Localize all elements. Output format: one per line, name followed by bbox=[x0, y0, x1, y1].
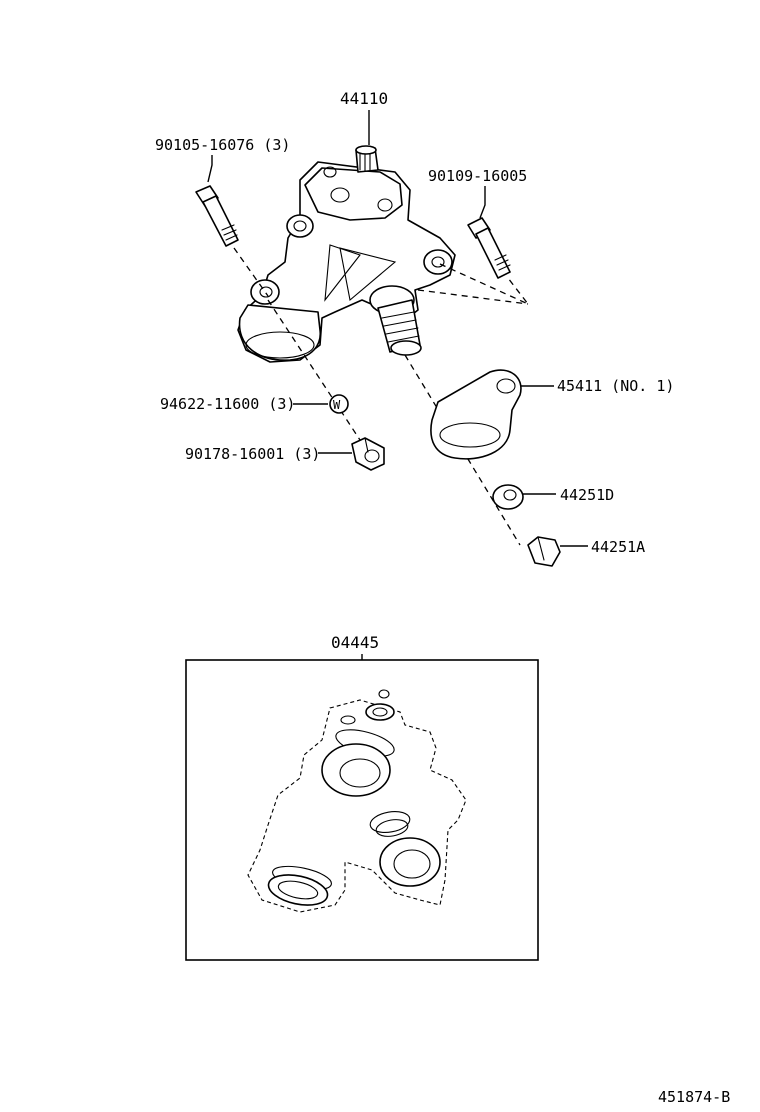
label-nut-left: 90178-16001 (3) bbox=[185, 445, 320, 463]
label-bolt-right: 90109-16005 bbox=[428, 167, 527, 185]
label-gasket-kit: 04445 bbox=[331, 633, 379, 652]
label-gear-assembly: 44110 bbox=[340, 89, 388, 108]
axis-left-nut bbox=[267, 299, 361, 441]
label-bolt-left: 90105-16076 (3) bbox=[155, 136, 290, 154]
washer-mark: W bbox=[333, 398, 341, 412]
label-washer: 94622-11600 (3) bbox=[160, 395, 295, 413]
label-arm-nut: 44251A bbox=[591, 538, 645, 556]
bolt-left bbox=[195, 185, 239, 247]
bolt-right bbox=[467, 217, 511, 279]
nut-left bbox=[351, 437, 385, 471]
label-lock-washer: 44251D bbox=[560, 486, 614, 504]
diagram-id: 451874-B bbox=[658, 1088, 730, 1106]
axis-bolt-right-2 bbox=[417, 289, 529, 305]
washer: W bbox=[329, 394, 349, 414]
gasket-kit-contents bbox=[247, 689, 467, 913]
gasket-kit-box bbox=[185, 659, 539, 961]
leader-bolt-left bbox=[207, 155, 213, 183]
leader-bolt-right bbox=[479, 186, 486, 219]
label-pitman-arm: 45411 (NO. 1) bbox=[557, 377, 674, 395]
steering-gear-housing bbox=[237, 145, 456, 363]
pitman-arm bbox=[430, 369, 522, 460]
axis-bolt-left bbox=[233, 247, 269, 297]
arm-nut bbox=[527, 536, 561, 567]
lock-washer bbox=[492, 484, 524, 510]
